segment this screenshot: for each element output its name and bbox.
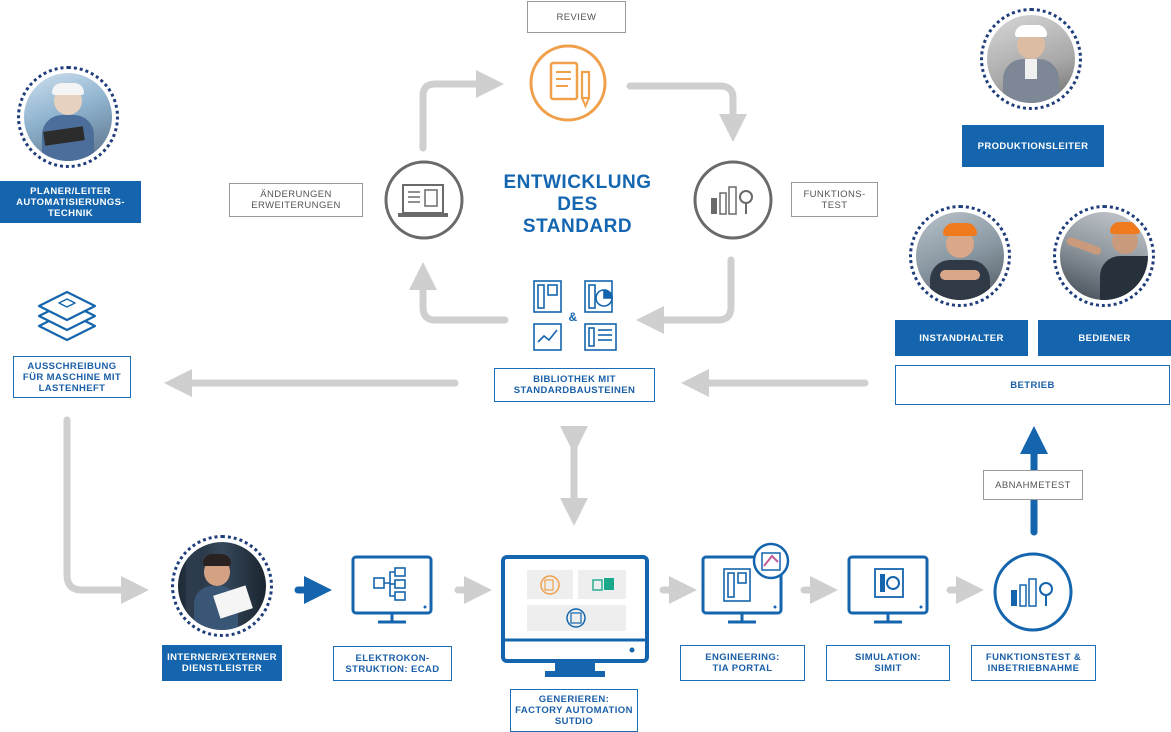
tia-monitor-icon (701, 542, 790, 624)
bediener-label: BEDIENER (1038, 320, 1171, 356)
planer-photo (24, 73, 112, 161)
cycle-arrow-to-aenderungen (409, 262, 509, 324)
bibliothek-label: BIBLIOTHEK MIT STANDARDBAUSTEINEN (494, 368, 655, 402)
aenderungen-label: ÄNDERUNGEN ERWEITERUNGEN (229, 183, 363, 217)
ecad-label: ELEKTROKON- STRUKTION: ECAD (333, 646, 452, 681)
arrow-ausschreibung-to-dienstleister (63, 416, 149, 604)
diagram-title: ENTWICKLUNG DES STANDARD (503, 172, 652, 237)
review-label: REVIEW (527, 1, 626, 33)
generator-monitor-icon (501, 555, 649, 677)
library-blocks-icon (533, 280, 617, 351)
layers-stack-icon (37, 290, 97, 342)
dienstleister-label: INTERNER/EXTERNER DIENSTLEISTER (162, 645, 282, 681)
bediener-photo-ring (1053, 205, 1155, 307)
betrieb-label: BETRIEB (895, 365, 1170, 405)
simit-monitor-icon (847, 555, 929, 624)
cycle-arrow-to-funktionstest (626, 82, 747, 142)
ausschreibung-label: AUSSCHREIBUNG FÜR MASCHINE MIT LASTENHEF… (13, 356, 131, 398)
generieren-label: GENERIEREN: FACTORY AUTOMATION SUTDIO (510, 689, 638, 732)
funktionstest-top-label: FUNKTIONS- TEST (791, 182, 878, 217)
bars-magnifier-icon (693, 160, 773, 240)
planer-label: PLANER/LEITER AUTOMATISIERUNGS- TECHNIK (0, 181, 141, 223)
ampersand-label: & (568, 309, 578, 324)
produktionsleiter-label: PRODUKTIONSLEITER (962, 125, 1104, 167)
dienstleister-photo (178, 542, 266, 630)
flowchart-monitor-icon (351, 555, 433, 624)
monitor-form-icon (384, 160, 464, 240)
produktionsleiter-photo (987, 15, 1075, 103)
produktionsleiter-photo-ring (980, 8, 1082, 110)
simulation-label: SIMULATION: SIMIT (826, 645, 950, 681)
abnahmetest-label: ABNAHMETEST (983, 470, 1083, 500)
cycle-arrow-to-review (419, 70, 504, 152)
bediener-photo (1060, 212, 1148, 300)
function-test-icon (993, 552, 1073, 632)
instandhalter-photo (916, 212, 1004, 300)
instandhalter-label: INSTANDHALTER (895, 320, 1028, 356)
planer-photo-ring (17, 66, 119, 168)
cycle-arrow-to-bibliothek (636, 256, 735, 334)
instandhalter-photo-ring (909, 205, 1011, 307)
dienstleister-photo-ring (171, 535, 273, 637)
document-pen-icon (529, 44, 607, 122)
engineering-label: ENGINEERING: TIA PORTAL (680, 645, 805, 681)
inbetriebnahme-label: FUNKTIONSTEST & INBETRIEBNAHME (971, 645, 1096, 681)
